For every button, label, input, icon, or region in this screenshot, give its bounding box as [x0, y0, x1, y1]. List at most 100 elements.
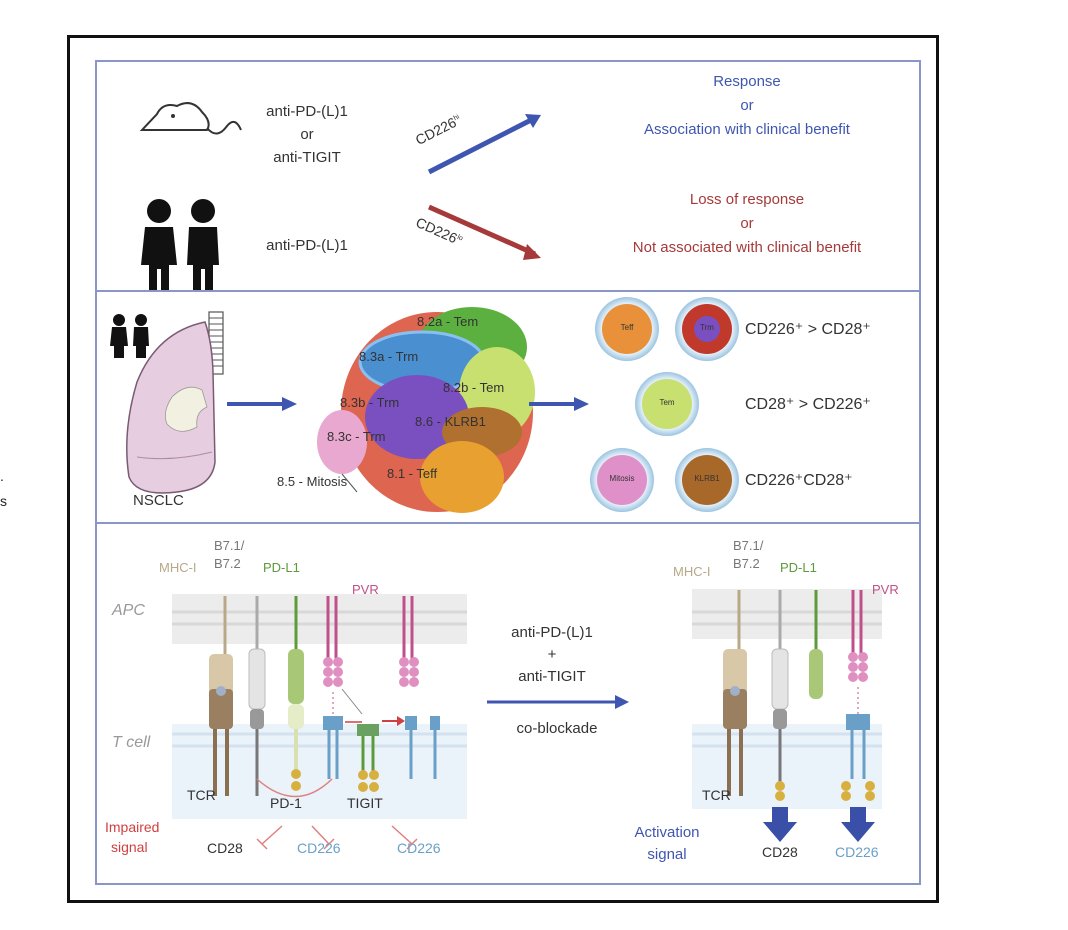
expression-label: CD226⁺ > CD28⁺	[745, 321, 871, 338]
lung-icon	[126, 311, 224, 494]
impaired-signal-label: Impaired signal	[105, 817, 159, 857]
cd226-label: CD226	[835, 844, 879, 860]
pdl1-unbound	[809, 590, 823, 699]
pdl1-label: PD-L1	[263, 560, 300, 575]
tcell-membrane	[172, 724, 467, 819]
treatment-line: anti-TIGIT	[518, 668, 586, 685]
edge-mark: s	[0, 493, 7, 509]
cd226-label: CD226	[297, 840, 341, 856]
down-arrow-head	[523, 244, 541, 260]
cell-label: KLRB1	[694, 474, 720, 483]
cluster-label: 8.3c - Trm	[327, 429, 386, 444]
outcome-line: Loss of response	[689, 191, 805, 208]
cd226-receptor	[430, 716, 440, 779]
treatment-text-row2: anti-PD-(L)1	[266, 237, 348, 254]
mouse-icon	[139, 102, 242, 135]
cd226-receptor	[405, 716, 417, 779]
tcell-label: T cell	[112, 734, 151, 751]
arrow-to-cells	[529, 397, 589, 411]
down-arrow-shaft	[427, 204, 537, 257]
cell-trm	[675, 297, 739, 361]
pdl1-label: PD-L1	[780, 560, 817, 575]
cd226-receptor	[323, 716, 343, 779]
b7-label: B7.1/	[214, 538, 245, 553]
cd28-label: CD28	[207, 840, 243, 856]
mhc-tcr-complex	[723, 590, 747, 796]
cluster-label: 8.2a - Tem	[417, 314, 479, 329]
arrow-to-umap	[227, 397, 297, 411]
cluster-8-5	[317, 410, 367, 474]
inhibition-arrows	[256, 825, 418, 850]
pd1-label: PD-1	[270, 795, 302, 811]
signal-line: Activation	[634, 824, 700, 841]
outcome-line: Not associated with clinical benefit	[632, 239, 862, 256]
activation-signal-label: Activation signal	[617, 822, 717, 866]
expression-label: CD28⁺ > CD226⁺	[745, 396, 871, 413]
edge-mark: .	[0, 468, 4, 484]
tigit-label: TIGIT	[347, 795, 383, 811]
tcr-label: TCR	[187, 787, 216, 803]
b7-cd28-complex	[248, 596, 266, 796]
signal-line: Impaired	[105, 819, 160, 835]
cd28-label: CD28	[762, 844, 798, 860]
pvr-cd226-complex	[841, 590, 875, 842]
up-arrow-shaft	[427, 115, 537, 175]
cluster-label: 8.3b - Trm	[340, 395, 400, 410]
response-arrows	[427, 114, 541, 260]
tigit-receptor	[357, 724, 379, 792]
patients-icon	[141, 199, 219, 293]
tcr-label: TCR	[702, 787, 731, 803]
phospho-icon	[291, 769, 301, 779]
cell-label: Tem	[659, 398, 675, 407]
signal-line: signal	[111, 839, 148, 855]
treatment-line: anti-PD-(L)1	[266, 103, 348, 120]
phospho-icon	[291, 781, 301, 791]
outcome-line: or	[740, 215, 754, 232]
treatment-line: anti-TIGIT	[273, 149, 341, 166]
apc-membrane	[172, 594, 467, 644]
cluster-label: 8.1 - Teff	[387, 466, 438, 481]
pvr-complex	[399, 596, 419, 687]
cluster-label: 8.5 - Mitosis	[277, 474, 348, 489]
cell-teff	[595, 297, 659, 361]
treatment-line: anti-PD-(L)1	[511, 624, 593, 641]
phospho-icon	[775, 791, 785, 801]
b7-cd28-complex	[763, 590, 797, 842]
outcome-line: Association with clinical benefit	[644, 121, 850, 138]
expression-label: CD226⁺CD28⁺	[745, 472, 853, 489]
b7-label: B7.2	[733, 556, 760, 571]
cell-tem	[635, 372, 699, 436]
cluster-label: 8.6 - KLRB1	[415, 414, 486, 429]
pvr-label: PVR	[872, 582, 899, 597]
umap-plot	[317, 307, 535, 513]
treatment-line: or	[300, 126, 314, 143]
coblockade-label: co-blockade	[516, 720, 598, 737]
apc-membrane	[692, 589, 882, 639]
coblockade-arrow	[487, 695, 629, 709]
apc-label: APC	[112, 602, 145, 619]
up-arrow-head	[525, 114, 541, 128]
signal-line: signal	[647, 846, 687, 863]
cotreatment-label: anti-PD-(L)1 + anti-TIGIT	[482, 622, 622, 688]
panel-clinical-outcome: anti-PD-(L)1 or anti-TIGIT anti-PD-(L)1 …	[95, 60, 921, 293]
cluster-label: 8.2b - Tem	[443, 380, 505, 395]
patients-small-icon	[110, 314, 149, 358]
cell-label: Trm	[700, 323, 714, 332]
b7-label: B7.2	[214, 556, 241, 571]
pvr-label: PVR	[352, 582, 379, 597]
cluster-label: 8.3a - Trm	[359, 349, 419, 364]
cluster-8-1	[420, 441, 504, 513]
outcome-text-row2: Loss of response or Not associated with …	[567, 188, 927, 260]
cell-types	[590, 297, 739, 512]
mhc-tcr-complex	[209, 596, 233, 796]
cell-label: Mitosis	[609, 474, 635, 483]
pvr-complex	[323, 596, 363, 715]
phospho-icon	[775, 781, 785, 791]
panel-single-cell: NSCLC 8.2a - Tem 8.3a - Trm 8.2b - Tem 8…	[95, 290, 921, 524]
treatment-line: +	[547, 646, 557, 663]
graphical-abstract: anti-PD-(L)1 or anti-TIGIT anti-PD-(L)1 …	[67, 35, 939, 903]
cluster-8-3b	[365, 375, 469, 459]
tissue-label: NSCLC	[133, 492, 184, 509]
left-mechanism-diagram	[172, 594, 467, 850]
cell-mitosis	[590, 448, 654, 512]
